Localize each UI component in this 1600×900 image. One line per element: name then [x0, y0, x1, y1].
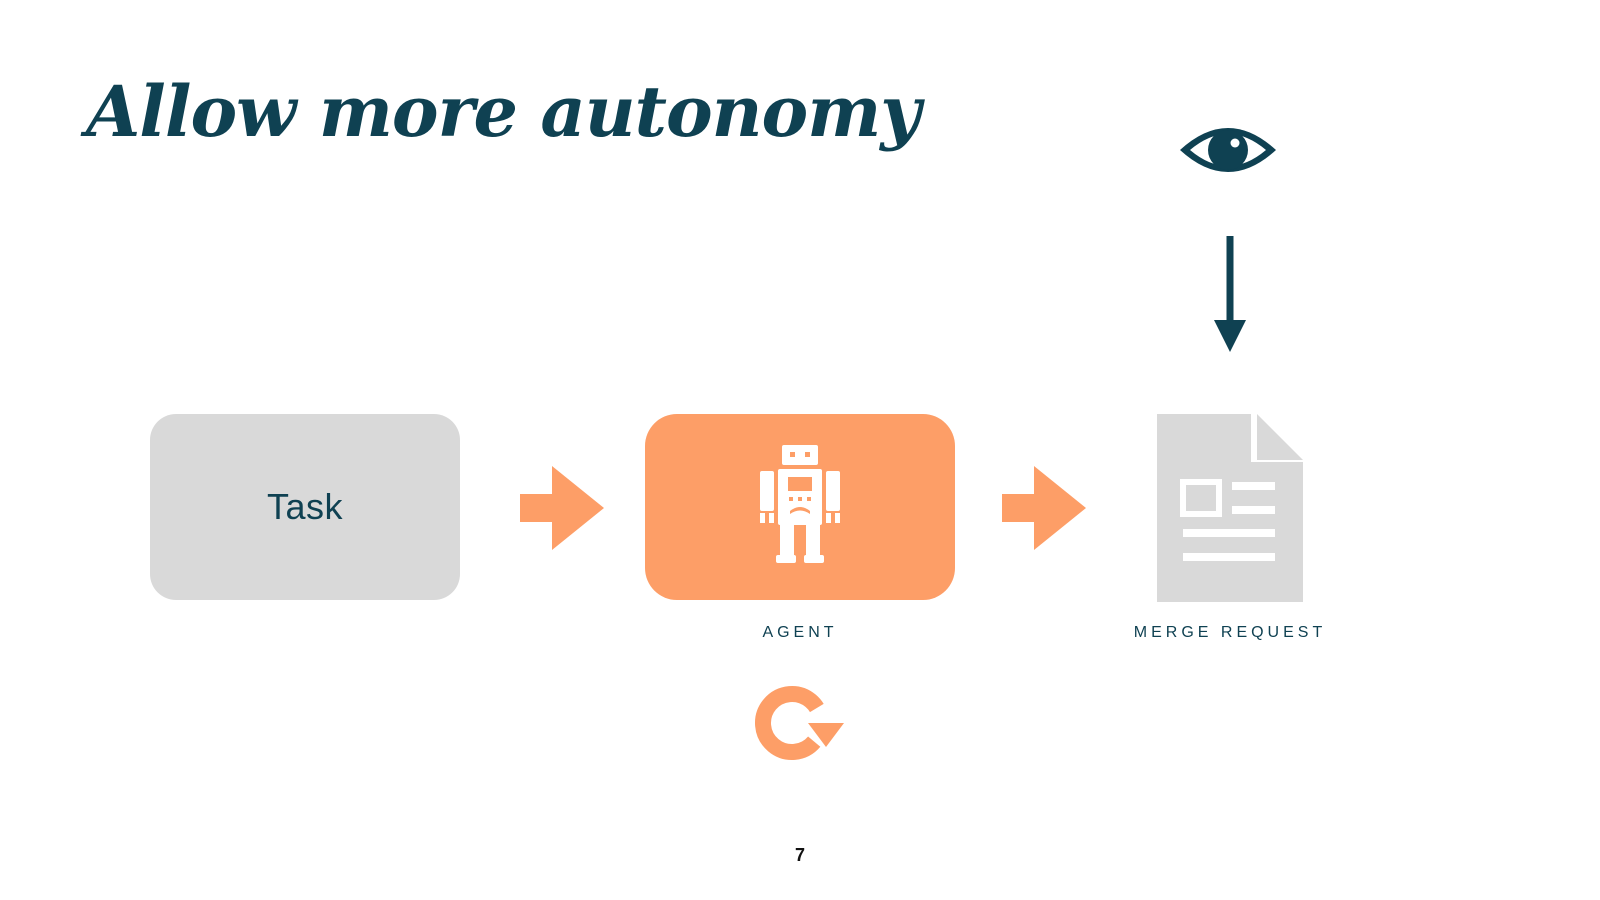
- agent-box: [645, 414, 955, 600]
- eye-icon: [1178, 122, 1278, 183]
- merge-request-caption: MERGE REQUEST: [1133, 624, 1327, 641]
- document-icon: [1157, 414, 1303, 607]
- agent-caption: AGENT: [762, 624, 838, 641]
- refresh-loop-icon: [752, 683, 844, 774]
- slide-title: Allow more autonomy: [86, 70, 921, 153]
- arrow-right-icon: [520, 466, 604, 555]
- task-label: Task: [266, 486, 344, 527]
- review-arrow-icon: [1214, 236, 1246, 361]
- arrow-right-icon: [1002, 466, 1086, 555]
- page-number: 7: [794, 845, 805, 865]
- robot-icon: [760, 444, 840, 570]
- task-box: Task: [150, 414, 460, 600]
